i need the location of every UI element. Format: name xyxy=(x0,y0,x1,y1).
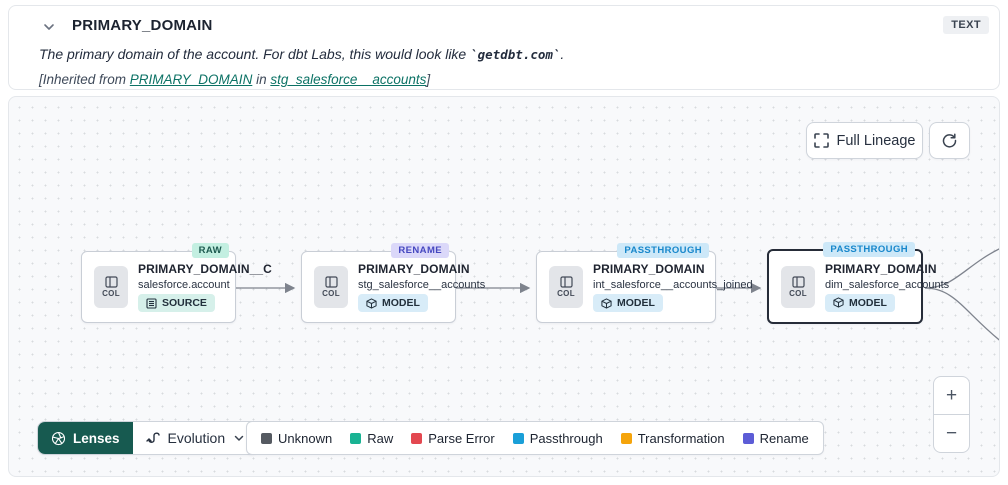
inherited-model-link[interactable]: stg_salesforce__accounts xyxy=(270,72,427,87)
lineage-node-stg[interactable]: RENAME COL PRIMARY_DOMAIN stg_salesforce… xyxy=(301,243,485,323)
lenses-control: Lenses Evolution xyxy=(37,421,260,455)
columns-icon xyxy=(324,276,338,288)
node-title: PRIMARY_DOMAIN xyxy=(358,262,470,276)
node-body: COL PRIMARY_DOMAIN stg_salesforce__accou… xyxy=(302,252,485,322)
model-icon xyxy=(833,297,844,308)
refresh-icon xyxy=(941,132,958,149)
zoom-controls: + − xyxy=(933,376,970,453)
model-icon xyxy=(366,297,377,309)
legend-label: Parse Error xyxy=(428,430,495,446)
legend-label: Rename xyxy=(759,430,809,446)
legend-swatch xyxy=(411,432,423,444)
node-subtitle: salesforce.account xyxy=(138,279,230,291)
column-chip: COL xyxy=(314,266,348,308)
legend-label: Passthrough xyxy=(529,430,603,446)
column-chip: COL xyxy=(94,266,128,308)
description-text: The primary domain of the account. For d… xyxy=(39,46,471,62)
columns-icon xyxy=(559,276,573,288)
legend-item-parse-error: Parse Error xyxy=(411,430,495,446)
legend-label: Transformation xyxy=(637,430,725,446)
legend-label: Unknown xyxy=(278,430,333,446)
lens-selector[interactable]: Evolution xyxy=(132,422,259,454)
column-chip: COL xyxy=(781,265,815,308)
node-body: COL PRIMARY_DOMAIN dim_salesforce_accoun… xyxy=(769,251,949,322)
lens-selected-label: Evolution xyxy=(167,430,226,446)
column-description: The primary domain of the account. For d… xyxy=(39,46,564,62)
node-status-badge: PASSTHROUGH xyxy=(823,242,915,257)
node-type-label: MODEL xyxy=(617,297,655,309)
lineage-node-dim-selected[interactable]: PASSTHROUGH COL PRIMARY_DOMAIN dim_sales… xyxy=(767,242,949,324)
source-icon xyxy=(146,297,157,309)
col-chip-label: COL xyxy=(557,289,575,298)
aperture-icon xyxy=(51,431,66,446)
lineage-canvas[interactable]: Full Lineage RAW COL PRIMARY_DOMAIN__C xyxy=(8,96,1000,477)
node-subtitle: int_salesforce__accounts_joined xyxy=(593,279,753,291)
node-status-badge: PASSTHROUGH xyxy=(617,243,709,258)
model-icon xyxy=(601,297,612,309)
column-chip: COL xyxy=(549,266,583,308)
inline-code: `getdbt.com` xyxy=(470,47,561,62)
node-type-label: SOURCE xyxy=(162,297,207,309)
zoom-divider xyxy=(934,414,969,415)
node-title: PRIMARY_DOMAIN xyxy=(593,262,705,276)
node-type-chip: SOURCE xyxy=(138,294,215,312)
lenses-label: Lenses xyxy=(73,430,120,446)
node-type-chip: MODEL xyxy=(593,294,663,312)
col-chip-label: COL xyxy=(789,288,807,298)
full-lineage-label: Full Lineage xyxy=(836,132,916,149)
evolution-icon xyxy=(145,430,160,446)
legend-item-rename: Rename xyxy=(742,430,809,446)
legend-swatch xyxy=(742,432,754,444)
legend-label: Raw xyxy=(367,430,394,446)
col-chip-label: COL xyxy=(322,289,340,298)
zoom-in-button[interactable]: + xyxy=(934,377,969,414)
node-status-badge: RENAME xyxy=(391,243,449,258)
inherited-prefix: [Inherited from xyxy=(39,72,130,87)
legend-item-passthrough: Passthrough xyxy=(512,430,603,446)
column-title: PRIMARY_DOMAIN xyxy=(72,17,213,34)
expand-icon xyxy=(813,133,829,148)
inherited-middle: in xyxy=(252,72,271,87)
legend-swatch xyxy=(261,432,272,444)
legend-swatch xyxy=(512,432,524,444)
node-status-badge: RAW xyxy=(191,243,229,258)
node-subtitle: stg_salesforce__accounts xyxy=(358,279,486,291)
full-lineage-button[interactable]: Full Lineage xyxy=(806,122,923,159)
node-body: COL PRIMARY_DOMAIN int_salesforce__accou… xyxy=(537,252,753,322)
chevron-down-icon xyxy=(233,432,245,444)
lenses-button[interactable]: Lenses xyxy=(38,422,133,454)
node-subtitle: dim_salesforce_accounts xyxy=(825,278,950,291)
legend-item-raw: Raw xyxy=(350,431,393,446)
refresh-button[interactable] xyxy=(929,122,970,159)
columns-icon xyxy=(104,276,118,288)
inherited-column-link[interactable]: PRIMARY_DOMAIN xyxy=(129,72,253,87)
lineage-node-int[interactable]: PASSTHROUGH COL PRIMARY_DOMAIN int_sales… xyxy=(536,243,753,323)
column-header-row: PRIMARY_DOMAIN TEXT xyxy=(9,16,999,38)
node-type-label: MODEL xyxy=(382,297,420,309)
inherited-suffix: ] xyxy=(426,72,431,87)
lineage-node-source[interactable]: RAW COL PRIMARY_DOMAIN__C salesforce.acc… xyxy=(81,243,272,323)
node-title: PRIMARY_DOMAIN__C xyxy=(138,262,272,276)
legend-item-transformation: Transformation xyxy=(620,430,725,446)
node-title: PRIMARY_DOMAIN xyxy=(825,261,937,276)
node-body: COL PRIMARY_DOMAIN__C salesforce.account… xyxy=(82,252,272,322)
collapse-chevron-icon[interactable] xyxy=(41,19,57,35)
node-type-chip: MODEL xyxy=(825,293,895,312)
legend-swatch xyxy=(350,432,362,444)
description-period: . xyxy=(560,46,565,62)
inherited-note: [Inherited from PRIMARY_DOMAIN in stg_sa… xyxy=(39,72,430,87)
columns-icon xyxy=(791,275,805,288)
legend-item-unknown: Unknown xyxy=(261,431,332,446)
legend-swatch xyxy=(620,432,632,444)
node-type-chip: MODEL xyxy=(358,294,428,312)
col-chip-label: COL xyxy=(102,289,120,298)
column-type-badge: TEXT xyxy=(943,16,989,34)
node-type-label: MODEL xyxy=(849,296,887,309)
lens-legend: Unknown Raw Parse Error Passthrough Tran… xyxy=(246,421,824,455)
column-details-panel: PRIMARY_DOMAIN TEXT The primary domain o… xyxy=(8,5,1000,90)
zoom-out-button[interactable]: − xyxy=(934,415,969,452)
